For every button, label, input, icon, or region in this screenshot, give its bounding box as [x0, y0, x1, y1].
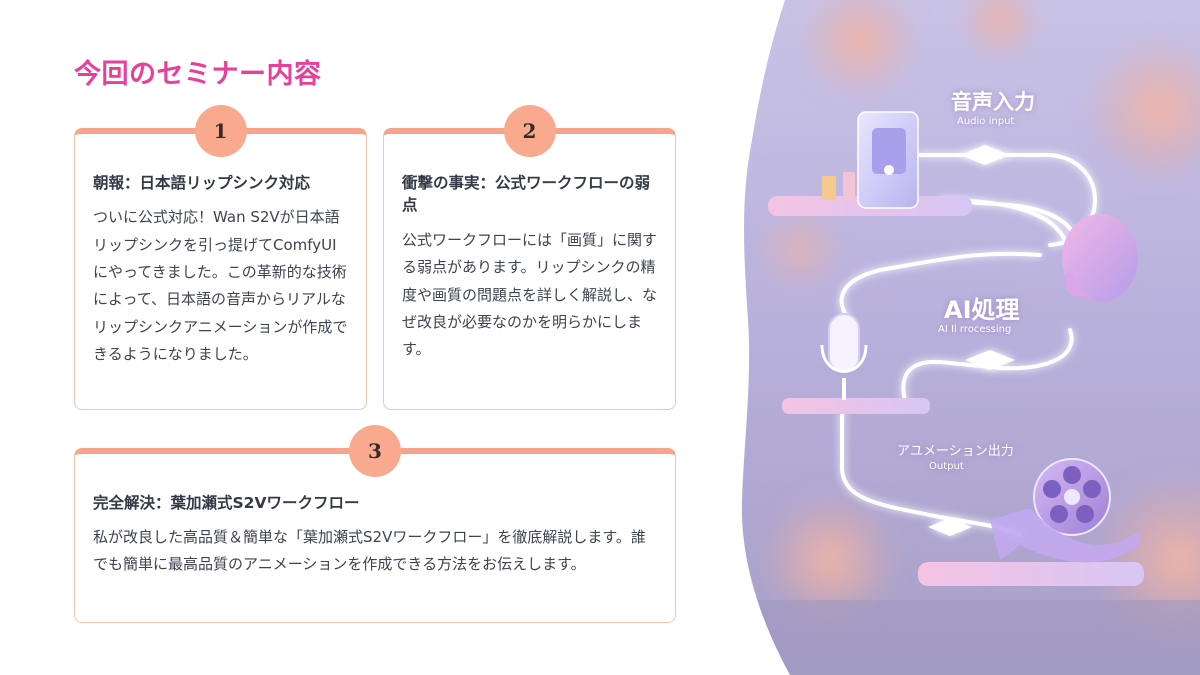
card-body: 公式ワークフローには「画質」に関する弱点があります。リップシンクの精度や画質の問… [402, 230, 658, 359]
animation-output-sublabel: Output [929, 461, 964, 472]
content-card-1: 1 朝報：日本語リップシンク対応 ついに公式対応！Wan S2Vが日本語リップシ… [74, 105, 367, 410]
content-card-2: 2 衝撃の事実：公式ワークフローの弱点 公式ワークフローには「画質」に関する弱点… [383, 105, 676, 410]
card-number-badge: 1 [194, 105, 247, 157]
content-card-3: 3 完全解決：葉加瀬式S2Vワークフロー 私が改良した高品質＆簡単な「葉加瀬式S… [74, 425, 676, 623]
ai-processing-sublabel: AI Il rrocessing [938, 324, 1012, 335]
page-title: 今回のセミナー内容 [74, 59, 322, 90]
card-heading: 完全解決：葉加瀬式S2Vワークフロー [93, 494, 360, 512]
audio-input-sublabel: Audio input [957, 116, 1015, 127]
card-number-badge: 3 [349, 425, 401, 477]
ai-processing-label: AI処理 [944, 296, 1020, 324]
card-body: 私が改良した高品質＆簡単な「葉加瀬式S2Vワークフロー」を徹底解説します。誰でも… [93, 528, 646, 574]
audio-input-label: 音声入力 [951, 90, 1035, 114]
card-body: ついに公式対応！Wan S2Vが日本語リップシンクを引っ提げてComfyUIにや… [93, 208, 348, 363]
card-heading: 衝撃の事実：公式ワークフローの弱点 [402, 174, 651, 215]
card-heading: 朝報：日本語リップシンク対応 [93, 174, 311, 192]
card-number-badge: 2 [503, 105, 556, 157]
animation-output-label: アユメーション出力 [897, 444, 1014, 459]
